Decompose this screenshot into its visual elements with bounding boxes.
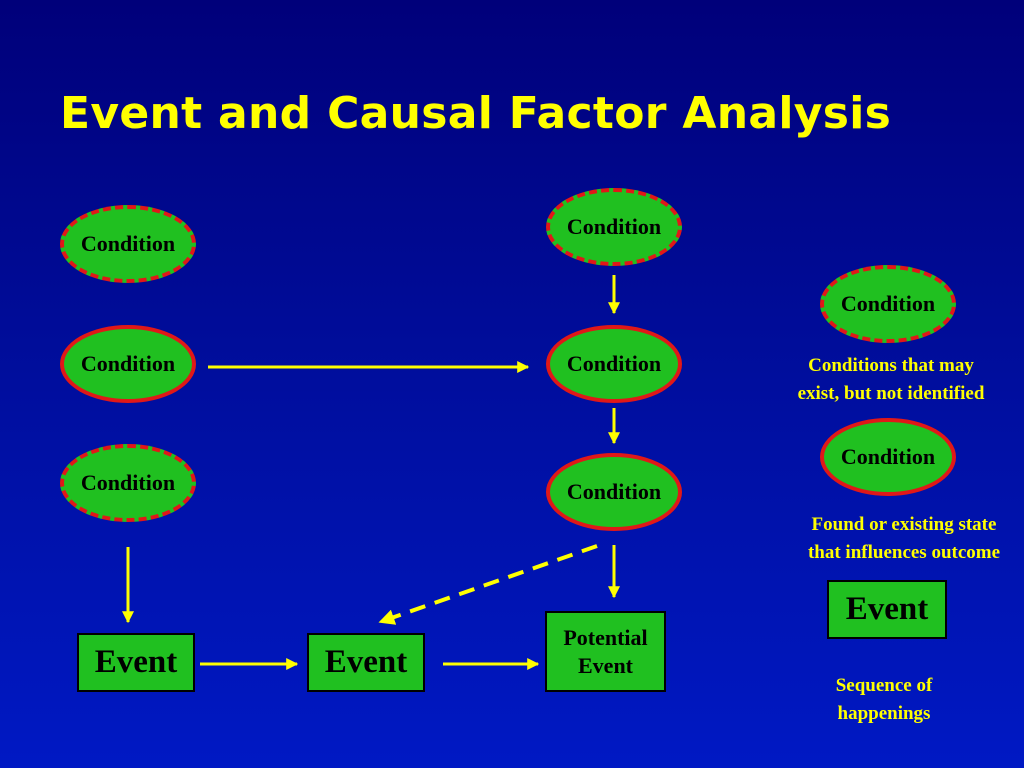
- potential-event-box: Potential Event: [545, 611, 666, 692]
- event-box-1: Event: [77, 633, 195, 692]
- condition-node-unidentified-top: Condition: [60, 205, 196, 283]
- legend-caption-line: Conditions that may: [808, 355, 974, 376]
- legend-event-box: Event: [827, 580, 947, 639]
- legend-caption-line: that influences outcome: [807, 542, 1001, 563]
- condition-node-unidentified-bottom: Condition: [60, 444, 196, 522]
- event-label: Event: [324, 644, 408, 680]
- legend-existing-caption: Found or existing state that influences …: [784, 511, 1024, 567]
- condition-label: Condition: [80, 231, 176, 256]
- legend-event-label: Event: [845, 591, 929, 627]
- legend-unidentified-condition: Condition: [820, 265, 956, 343]
- event-box-2: Event: [307, 633, 425, 692]
- legend-unidentified-caption: Conditions that may exist, but not ident…: [768, 352, 1014, 408]
- condition-label: Condition: [566, 214, 662, 239]
- condition-node-existing-lower: Condition: [546, 453, 682, 531]
- legend-condition-label: Condition: [840, 291, 936, 316]
- condition-label: Condition: [80, 470, 176, 495]
- legend-caption-line: Found or existing state: [811, 514, 997, 535]
- page-title: Event and Causal Factor Analysis: [60, 88, 892, 139]
- dashed-arrow-c6-to-e2: [378, 544, 598, 625]
- legend-caption-line: exist, but not identified: [797, 383, 985, 404]
- condition-label: Condition: [566, 479, 662, 504]
- legend-event-caption: Sequence of happenings: [794, 672, 974, 728]
- legend-caption-line: Sequence of: [835, 675, 933, 696]
- condition-node-existing-middle: Condition: [546, 325, 682, 403]
- condition-label: Condition: [80, 351, 176, 376]
- legend-condition-label: Condition: [840, 444, 936, 469]
- potential-event-line-1: Potential: [563, 624, 648, 650]
- condition-node-existing: Condition: [60, 325, 196, 403]
- event-label: Event: [94, 644, 178, 680]
- legend-existing-condition: Condition: [820, 418, 956, 496]
- condition-node-unidentified-upper: Condition: [546, 188, 682, 266]
- potential-event-line-2: Event: [578, 652, 633, 678]
- legend-caption-line: happenings: [837, 703, 931, 724]
- condition-label: Condition: [566, 351, 662, 376]
